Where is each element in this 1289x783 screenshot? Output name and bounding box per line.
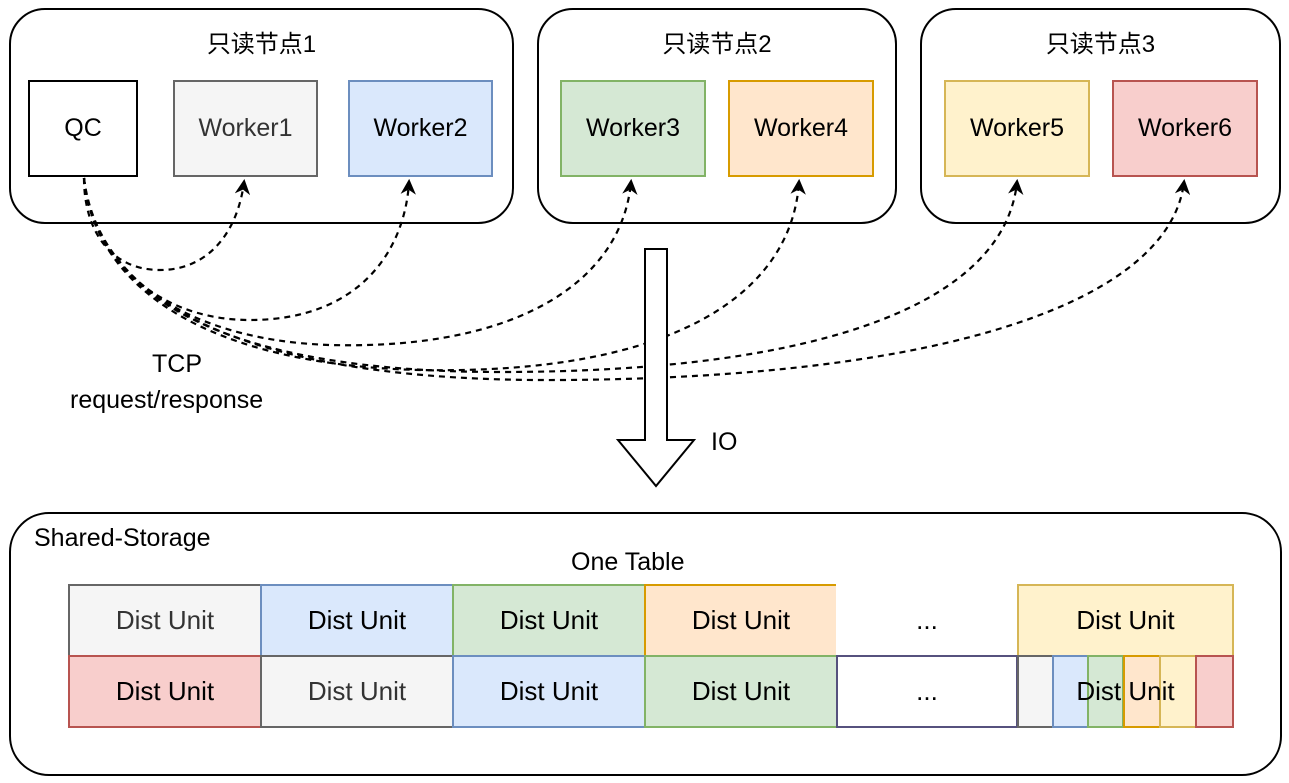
qc-box: QC xyxy=(28,80,138,177)
io-label: IO xyxy=(711,428,738,456)
node-1-title: 只读节点1 xyxy=(206,31,317,58)
qc-to-worker3-arrow xyxy=(82,177,638,347)
tcp-label: TCP xyxy=(152,350,202,378)
worker1-box: Worker1 xyxy=(173,80,318,177)
dist-unit-cell: Dist Unit xyxy=(452,584,646,657)
qc-to-worker5-arrow xyxy=(82,177,1024,374)
qc-to-worker6-arrow xyxy=(82,177,1191,382)
dist-unit-cell: Dist Unit xyxy=(260,655,454,728)
worker2-box: Worker2 xyxy=(348,80,493,177)
dist-unit-cell: Dist Unit xyxy=(1017,584,1234,657)
dist-unit-stripe-red xyxy=(1195,655,1234,728)
dist-unit-stripe-blue xyxy=(1052,655,1089,728)
dist-unit-cell: Dist Unit xyxy=(68,655,262,728)
shared-storage-title: Shared-Storage xyxy=(34,524,211,552)
ellipsis-cell: ... xyxy=(836,584,1018,657)
request-response-label: request/response xyxy=(70,386,264,414)
split-dist-unit-label: Dist Unit xyxy=(1076,676,1175,706)
worker4-box: Worker4 xyxy=(728,80,874,177)
worker6-box: Worker6 xyxy=(1112,80,1258,177)
ellipsis-cell: ... xyxy=(836,655,1018,728)
worker3-box: Worker3 xyxy=(560,80,706,177)
node-2-title: 只读节点2 xyxy=(662,31,772,58)
node-3-title: 只读节点3 xyxy=(1045,31,1156,58)
dist-unit-cell: Dist Unit xyxy=(452,655,646,728)
qc-to-worker2-arrow xyxy=(82,177,416,322)
dist-unit-cell: Dist Unit xyxy=(644,655,838,728)
qc-to-worker1-arrow xyxy=(82,177,251,272)
qc-to-worker4-arrow xyxy=(82,177,806,372)
worker5-box: Worker5 xyxy=(944,80,1090,177)
table-title: One Table xyxy=(571,548,685,576)
io-arrow xyxy=(615,248,697,488)
